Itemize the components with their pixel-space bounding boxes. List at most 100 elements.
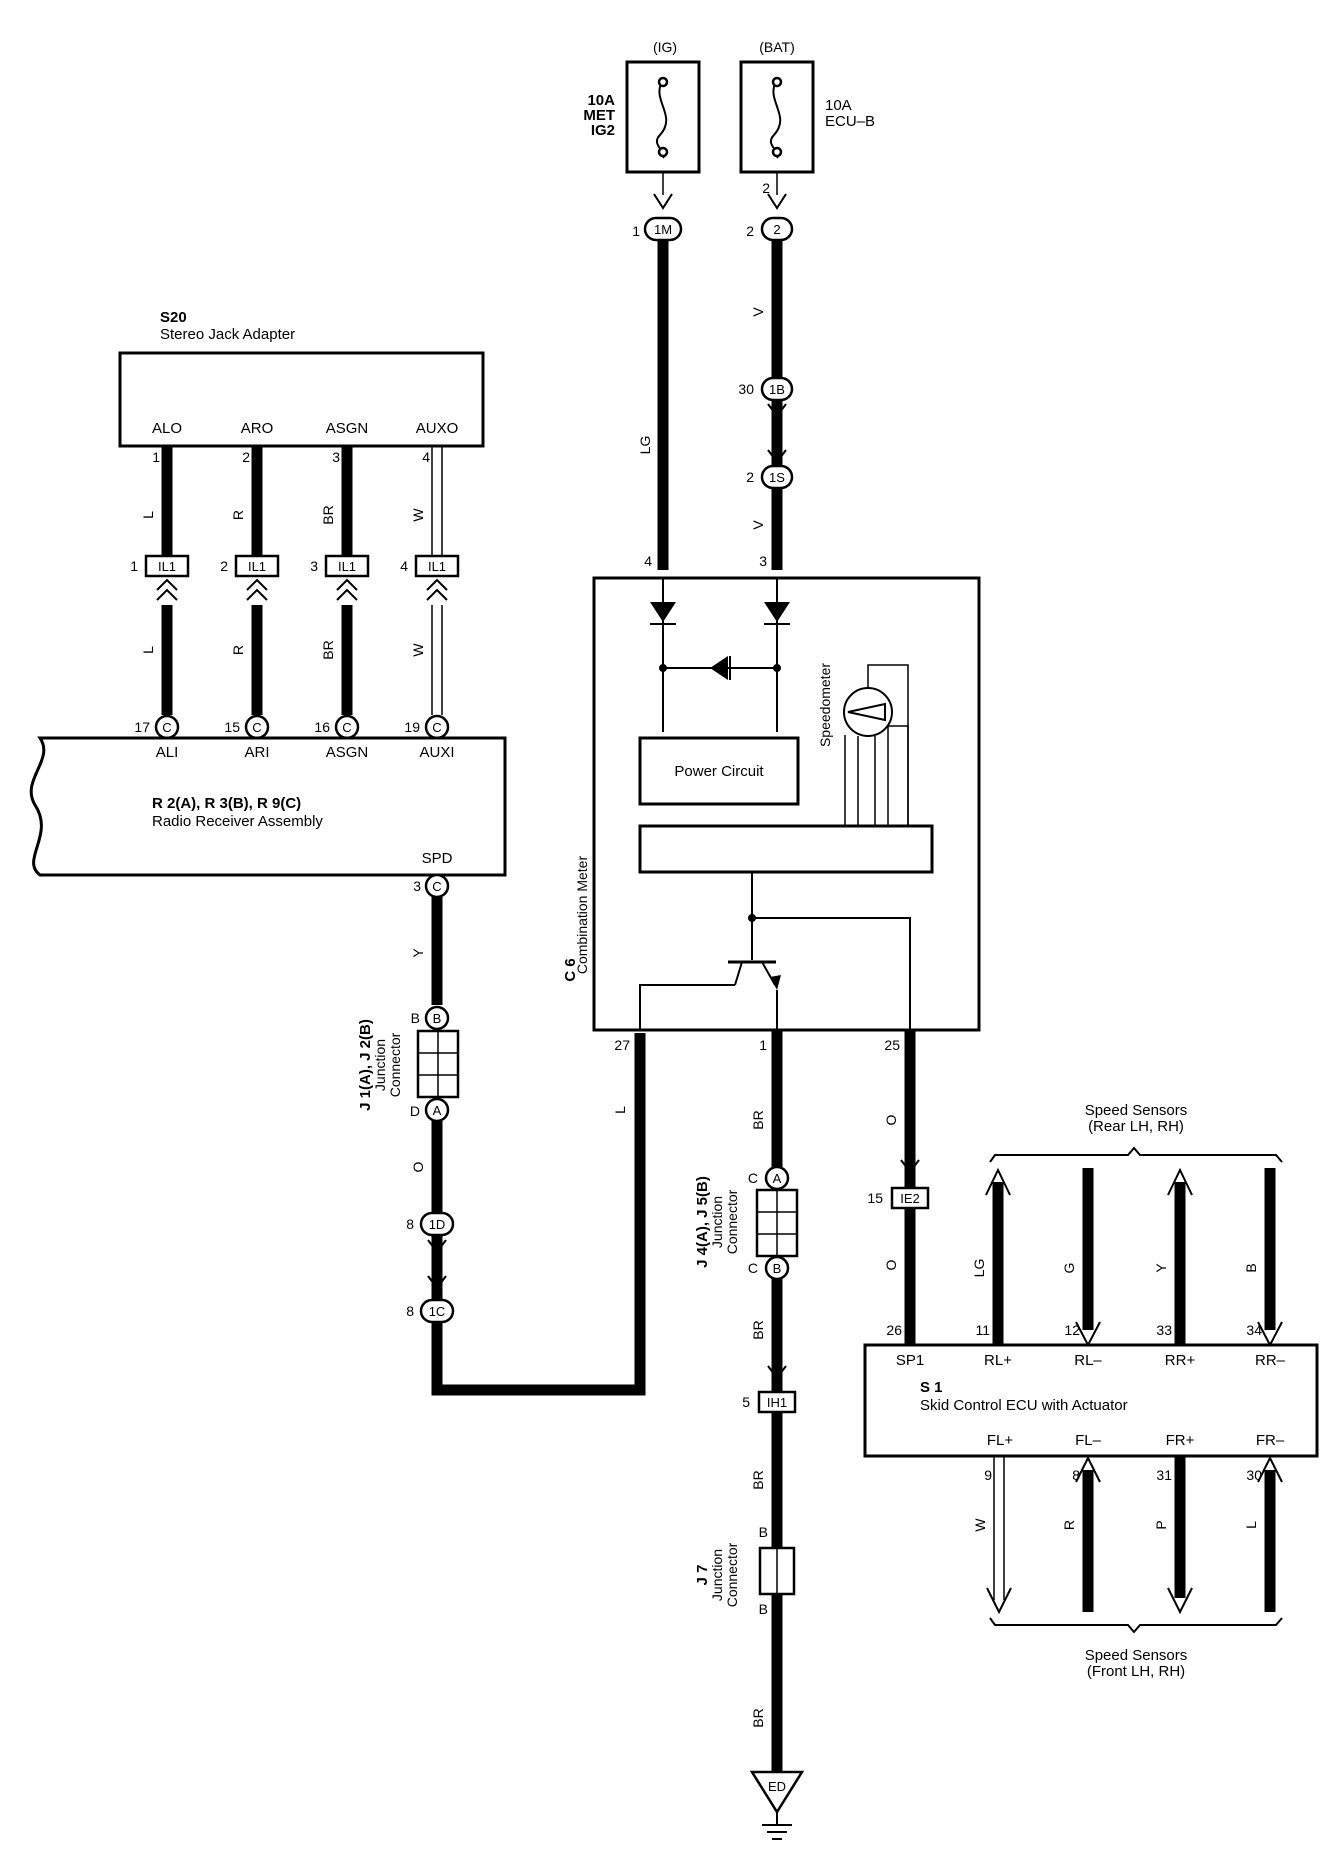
svg-text:C: C	[342, 720, 351, 735]
svg-text:26: 26	[886, 1322, 902, 1338]
fuse-ig: (IG) 10A MET IG2	[583, 39, 701, 174]
svg-text:30: 30	[1246, 1467, 1262, 1483]
svg-text:D: D	[410, 1103, 420, 1119]
meter-code: C 6	[562, 958, 579, 981]
svg-text:IL1: IL1	[428, 559, 446, 574]
svg-text:3: 3	[332, 449, 340, 465]
junction-j1-j2: B B A D J 1(A), J 2(B) Junction Connecto…	[357, 1005, 460, 1123]
connector-arrow-icon	[900, 1159, 920, 1174]
svg-text:(Front LH, RH): (Front LH, RH)	[1087, 1663, 1185, 1680]
fuse-ig-name1: MET	[583, 107, 615, 124]
wire-color-ig: LG	[637, 436, 653, 455]
svg-text:V: V	[750, 520, 766, 530]
meter-ic-block	[638, 824, 934, 874]
svg-text:ALO: ALO	[152, 420, 182, 437]
ground-icon	[749, 1770, 805, 1815]
arrow-down-icon	[1167, 1587, 1193, 1615]
svg-text:2: 2	[773, 222, 780, 237]
arrow-down-icon	[986, 1587, 1012, 1615]
svg-text:W: W	[972, 1518, 988, 1532]
fuse-bat-top: (BAT)	[759, 39, 795, 55]
svg-text:A: A	[773, 1171, 782, 1186]
svg-text:5: 5	[742, 1394, 750, 1410]
connector-arrow-icon	[653, 193, 673, 210]
svg-text:O: O	[410, 1161, 426, 1172]
audio-wires: 1 L 2 R 3 BR 4 W IL1 1 IL1 2 IL1 3 IL1 4	[130, 446, 460, 740]
svg-text:G: G	[1061, 1263, 1077, 1274]
svg-text:C: C	[748, 1170, 758, 1186]
connector-il1-1	[144, 554, 190, 578]
svg-text:ASGN: ASGN	[326, 420, 369, 437]
svg-text:2: 2	[242, 449, 250, 465]
svg-text:BR: BR	[320, 505, 336, 524]
svg-text:1: 1	[759, 1037, 767, 1053]
svg-text:AUXO: AUXO	[416, 420, 459, 437]
ground-ed: ED	[749, 1770, 805, 1840]
svg-text:B: B	[759, 1601, 768, 1617]
connector-il1-3	[324, 554, 370, 578]
rear-sensor-wires: LG G Y B	[971, 1167, 1283, 1348]
svg-text:8: 8	[1072, 1467, 1080, 1483]
svg-text:4: 4	[644, 553, 652, 569]
svg-text:19: 19	[404, 719, 420, 735]
svg-text:1: 1	[130, 558, 138, 574]
svg-text:2: 2	[762, 180, 770, 196]
svg-text:2: 2	[220, 558, 228, 574]
svg-text:1: 1	[152, 449, 160, 465]
fuse-bat-rating: 10A	[825, 97, 852, 114]
svg-text:LG: LG	[971, 1259, 987, 1278]
svg-text:31: 31	[1156, 1467, 1172, 1483]
svg-text:ASGN: ASGN	[326, 744, 369, 761]
svg-text:IL1: IL1	[248, 559, 266, 574]
svg-text:SP1: SP1	[896, 1352, 924, 1369]
svg-text:1B: 1B	[769, 382, 785, 397]
svg-text:FL–: FL–	[1075, 1432, 1102, 1449]
svg-text:(Rear LH, RH): (Rear LH, RH)	[1088, 1118, 1184, 1135]
svg-text:1D: 1D	[429, 1217, 446, 1232]
connector-1d	[419, 1211, 455, 1237]
radio-receiver-assembly: ALI ARI ASGN AUXI R 2(A), R 3(B), R 9(C)…	[29, 736, 507, 877]
svg-text:Y: Y	[410, 948, 426, 958]
svg-text:J 1(A), J 2(B): J 1(A), J 2(B)	[357, 1019, 374, 1111]
combination-meter: Power Circuit Speedometer C 6 Combinatio…	[562, 576, 981, 1053]
svg-text:16: 16	[314, 719, 330, 735]
svg-text:W: W	[410, 643, 426, 657]
svg-text:ARO: ARO	[241, 420, 274, 437]
svg-text:C: C	[748, 1260, 758, 1276]
svg-text:R: R	[1061, 1520, 1077, 1530]
svg-text:J 7: J 7	[694, 1565, 711, 1586]
svg-text:12: 12	[1064, 1322, 1080, 1338]
fuse-ig-rating: 10A	[587, 92, 615, 109]
svg-text:FR–: FR–	[1256, 1432, 1285, 1449]
arrow-up-icon	[1075, 1455, 1101, 1483]
svg-text:RR–: RR–	[1255, 1352, 1286, 1369]
arrow-down-icon	[1257, 1321, 1283, 1348]
svg-text:L: L	[140, 511, 156, 519]
svg-text:Junction: Junction	[709, 1196, 725, 1248]
speed-sensors-front: Speed Sensors (Front LH, RH)	[989, 1617, 1283, 1680]
svg-text:IL1: IL1	[158, 559, 176, 574]
skid-code: S 1	[920, 1379, 943, 1396]
svg-text:15: 15	[224, 719, 240, 735]
connector-arrow-icon	[156, 578, 178, 601]
arrow-up-icon	[1257, 1455, 1283, 1483]
svg-text:Connector: Connector	[387, 1032, 403, 1097]
svg-text:17: 17	[134, 719, 150, 735]
svg-text:25: 25	[884, 1037, 900, 1053]
svg-text:SPD: SPD	[422, 850, 453, 867]
connector-arrow-icon	[426, 578, 448, 601]
diode-icon	[764, 602, 790, 622]
svg-text:Connector: Connector	[724, 1542, 740, 1607]
svg-text:8: 8	[406, 1216, 414, 1232]
wire-speed-signal	[431, 1033, 646, 1396]
svg-text:RR+: RR+	[1165, 1352, 1196, 1369]
svg-text:BR: BR	[750, 1110, 766, 1129]
connector-arrow-icon	[767, 1365, 787, 1380]
svg-text:Junction: Junction	[372, 1039, 388, 1091]
svg-text:R: R	[230, 510, 246, 520]
svg-text:C: C	[252, 720, 261, 735]
arrow-up-icon	[1167, 1167, 1193, 1196]
svg-text:Speed Sensors: Speed Sensors	[1085, 1102, 1188, 1119]
svg-text:IL1: IL1	[338, 559, 356, 574]
junction-j7: B B J 7 Junction Connector	[694, 1524, 796, 1617]
